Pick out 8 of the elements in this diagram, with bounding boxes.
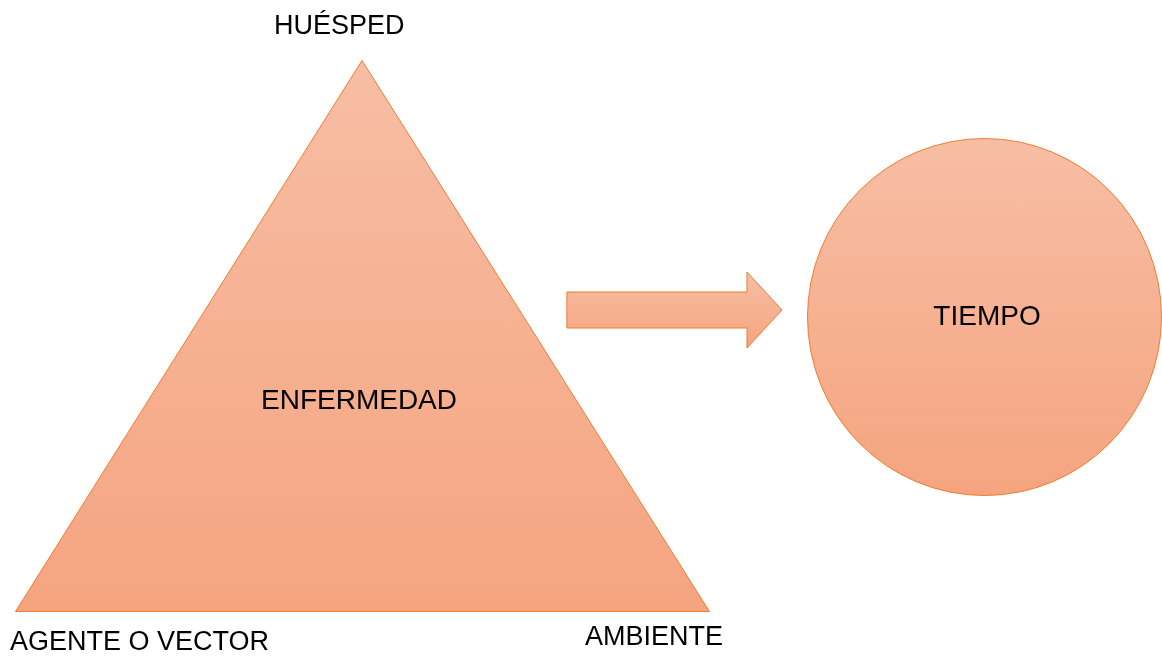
vertex-label: AGENTE O VECTOR: [10, 628, 270, 655]
block-arrow: [566, 271, 783, 349]
triangle-shape: [15, 60, 710, 612]
circle-shape: [807, 138, 1162, 496]
node-label: TIEMPO: [933, 300, 1041, 332]
node-label: ENFERMEDAD: [261, 384, 457, 416]
vertex-label: HUÉSPED: [274, 12, 405, 39]
vertex-label: AMBIENTE: [585, 623, 724, 650]
